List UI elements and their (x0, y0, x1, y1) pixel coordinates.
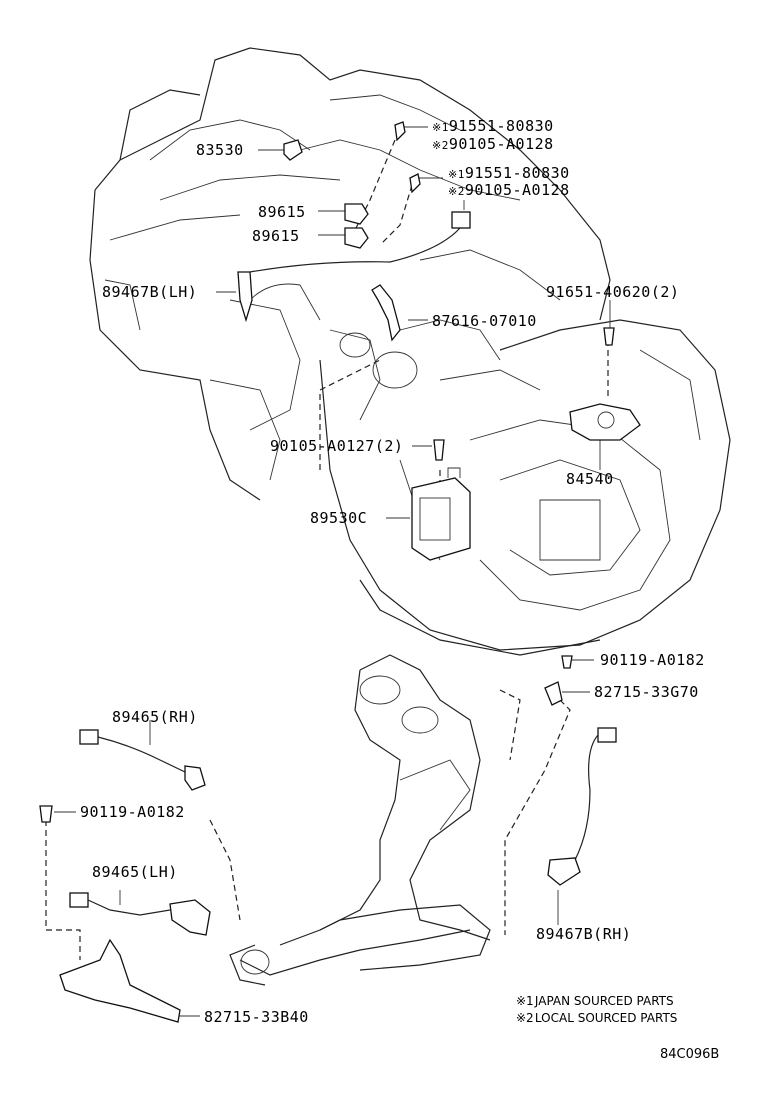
label-84540: 84540 (566, 470, 614, 488)
note-local-sourced: ※2 LOCAL SOURCED PARTS (516, 1011, 678, 1025)
label-89615-lower: 89615 (252, 227, 300, 245)
label-91551-lower: ※191551-80830 (448, 164, 570, 182)
bolt-90119-left (39, 805, 53, 823)
label-89465-lh: 89465(LH) (92, 863, 178, 881)
neutral-switch-84540 (569, 403, 641, 441)
label-83530: 83530 (196, 141, 244, 159)
label-90105-a0128-upper: ※290105-A0128 (432, 135, 554, 153)
figure-code: 84C096B (660, 1047, 720, 1062)
mark-2: ※2 (448, 185, 465, 198)
label-90119-left: 90119-A0182 (80, 803, 185, 821)
label-89467b-lh: 89467B(LH) (102, 283, 198, 301)
ecu-89530c (411, 467, 471, 561)
label-89615-upper: 89615 (258, 203, 306, 221)
note-japan-sourced: ※1 JAPAN SOURCED PARTS (516, 994, 674, 1008)
mark-1: ※1 (432, 121, 449, 134)
leader-lines (45, 139, 609, 960)
bracket-87616 (371, 284, 401, 342)
label-82715-33b40: 82715-33B40 (204, 1008, 309, 1026)
label-89465-rh: 89465(RH) (112, 708, 198, 726)
label-91551-upper: ※191551-80830 (432, 117, 554, 135)
mark-2: ※2 (432, 139, 449, 152)
oxygen-sensor-89465-rh (79, 729, 206, 791)
label-82715-33g70: 82715-33G70 (594, 683, 699, 701)
label-87616: 87616-07010 (432, 312, 537, 330)
oxygen-sensor-89465-lh (69, 892, 211, 936)
transaxle-assembly (319, 319, 731, 656)
bolts-upper (394, 121, 615, 461)
mark-1: ※1 (448, 168, 465, 181)
bracket-82715-33b40 (59, 938, 181, 1023)
callout-lines (54, 126, 611, 1017)
oxygen-sensor-89467b-lh (237, 211, 471, 323)
exhaust-assembly (229, 654, 491, 986)
label-90105-a0127: 90105-A0127(2) (270, 437, 404, 455)
label-90105-a0128-lower: ※290105-A0128 (448, 181, 570, 199)
engine-assembly (89, 47, 611, 501)
label-90119-top: 90119-A0182 (600, 651, 705, 669)
oxygen-sensor-89467b-rh (547, 727, 617, 886)
knock-sensor-83530 (283, 139, 303, 161)
label-91651: 91651-40620(2) (546, 283, 680, 301)
cam-sensor-89615 (344, 203, 369, 249)
label-89530c: 89530C (310, 509, 368, 527)
bracket-82715-33g70 (544, 655, 573, 706)
label-89467b-rh: 89467B(RH) (536, 925, 632, 943)
